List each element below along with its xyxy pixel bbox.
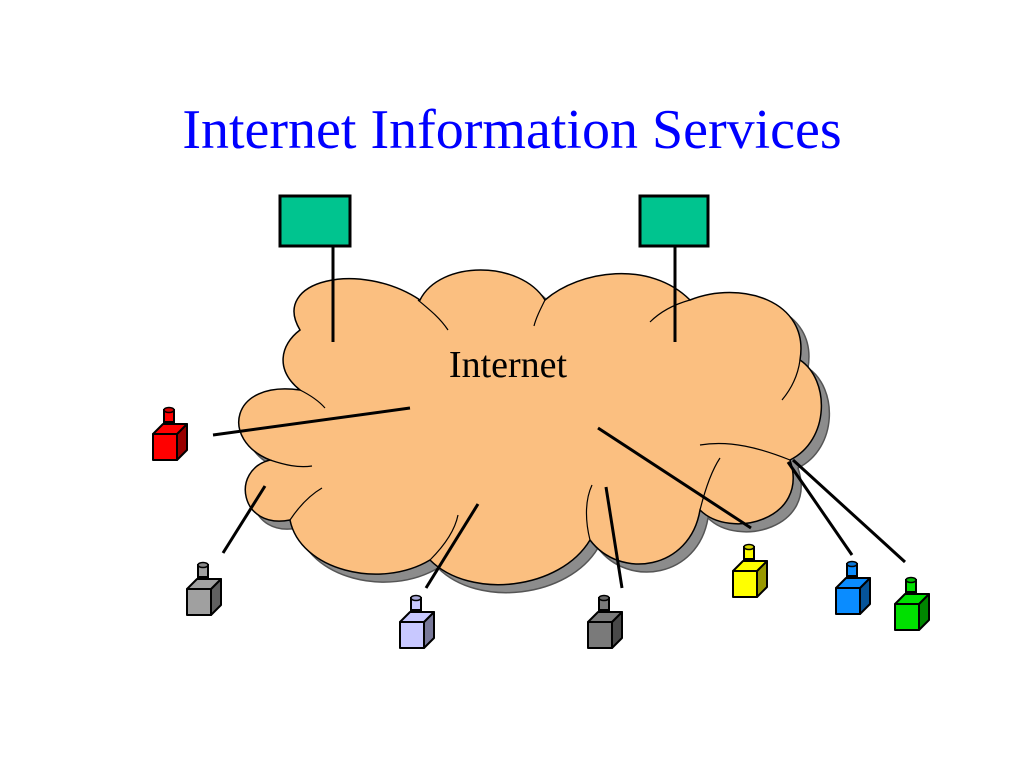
link-client-dark-gray [604,486,624,589]
client-yellow [732,543,768,598]
link-client-red [212,406,411,437]
link-client-blue [786,461,854,556]
cloud-lobe-seams [269,299,801,561]
client-green [894,576,930,631]
client-gray [186,561,222,616]
internet-cloud [238,269,823,586]
connection-lines [212,245,907,589]
link-client-gray [221,485,267,554]
client-lavender [399,594,435,649]
client-dark-gray [587,594,623,649]
slide-title: Internet Information Services [182,99,842,161]
client-red [152,406,188,461]
server-left [278,194,352,248]
cloud-label: Internet [449,344,568,386]
client-blue [835,560,871,615]
server-right [638,194,710,248]
client-computers [152,406,930,649]
link-client-lavender [424,503,480,589]
link-client-green [791,458,907,564]
link-client-yellow [597,426,752,530]
